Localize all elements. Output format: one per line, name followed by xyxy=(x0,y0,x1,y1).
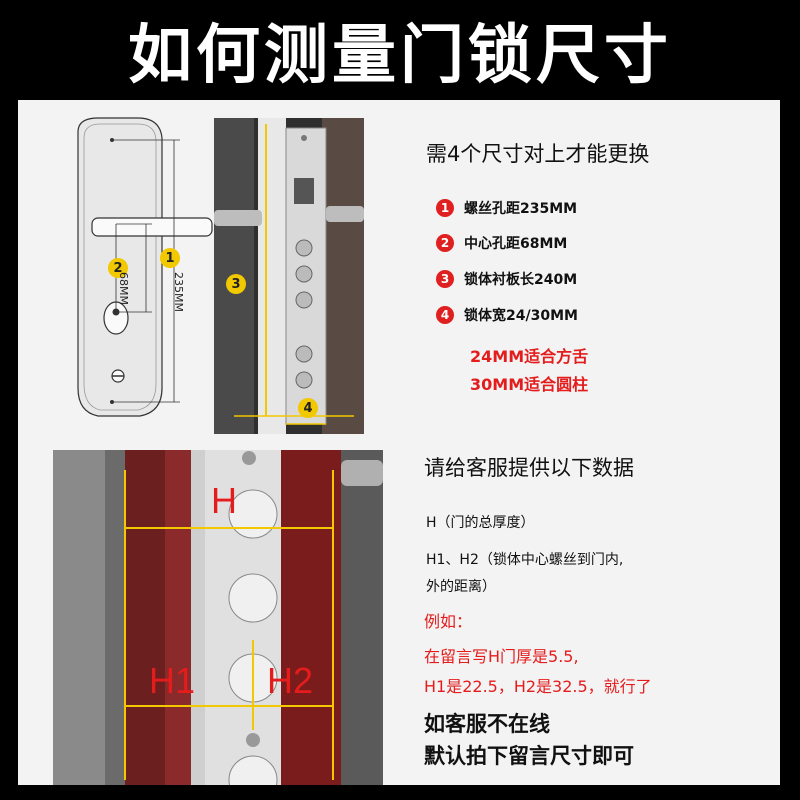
req-text-1: 螺丝孔距235MM xyxy=(464,201,578,217)
lock-body-photo: 3 4 xyxy=(214,118,364,434)
requirements-title: 需4个尺寸对上才能更换 xyxy=(426,142,650,166)
door-thickness-photo: H H1 H2 xyxy=(53,450,383,785)
h12-description-2: 外的距离） xyxy=(426,579,496,595)
label-H1: H1 xyxy=(149,660,196,701)
offline-line-2: 默认拍下留言尺寸即可 xyxy=(424,744,634,768)
offline-line-1: 如客服不在线 xyxy=(424,712,550,736)
content-panel: 1 2 68MM 235MM 3 4 需4个尺寸对上才能更换 xyxy=(18,100,780,785)
page-title: 如何测量门锁尺寸 xyxy=(128,19,672,93)
req-num-3: 3 xyxy=(436,270,454,288)
req-item-2: 2 中心孔距68MM xyxy=(436,233,567,253)
req-item-4: 4 锁体宽24/30MM xyxy=(436,305,578,325)
lock-plate-diagram xyxy=(77,117,213,417)
label-H: H xyxy=(211,480,237,521)
title-banner: 如何测量门锁尺寸 xyxy=(0,0,800,100)
req-num-1: 1 xyxy=(436,199,454,217)
badge-plate-length: 3 xyxy=(226,274,246,294)
note-round-bolt: 30MM适合圆柱 xyxy=(470,375,589,394)
example-line-1: 在留言写H门厚是5.5, xyxy=(424,647,579,666)
req-text-4: 锁体宽24/30MM xyxy=(464,308,578,324)
badge-center-distance: 2 xyxy=(108,258,128,278)
example-line-2: H1是22.5，H2是32.5，就行了 xyxy=(424,677,652,696)
badge-lock-width: 4 xyxy=(298,398,318,418)
dim-235-label: 235MM xyxy=(172,272,185,312)
req-num-2: 2 xyxy=(436,234,454,252)
provide-title: 请给客服提供以下数据 xyxy=(424,456,634,480)
req-item-1: 1 螺丝孔距235MM xyxy=(436,198,577,218)
note-square-bolt: 24MM适合方舌 xyxy=(470,347,589,366)
req-text-3: 锁体衬板长240M xyxy=(464,272,578,288)
req-num-4: 4 xyxy=(436,306,454,324)
label-H2: H2 xyxy=(267,660,314,701)
door-thickness-image xyxy=(53,450,383,785)
badge-screw-distance: 1 xyxy=(160,248,180,268)
h12-description-1: H1、H2（锁体中心螺丝到门内, xyxy=(426,552,624,568)
dim-68-label: 68MM xyxy=(117,272,130,305)
req-text-2: 中心孔距68MM xyxy=(464,236,568,252)
example-label: 例如： xyxy=(424,612,473,631)
h-description: H（门的总厚度） xyxy=(426,515,535,531)
req-item-3: 3 锁体衬板长240M xyxy=(436,269,577,289)
